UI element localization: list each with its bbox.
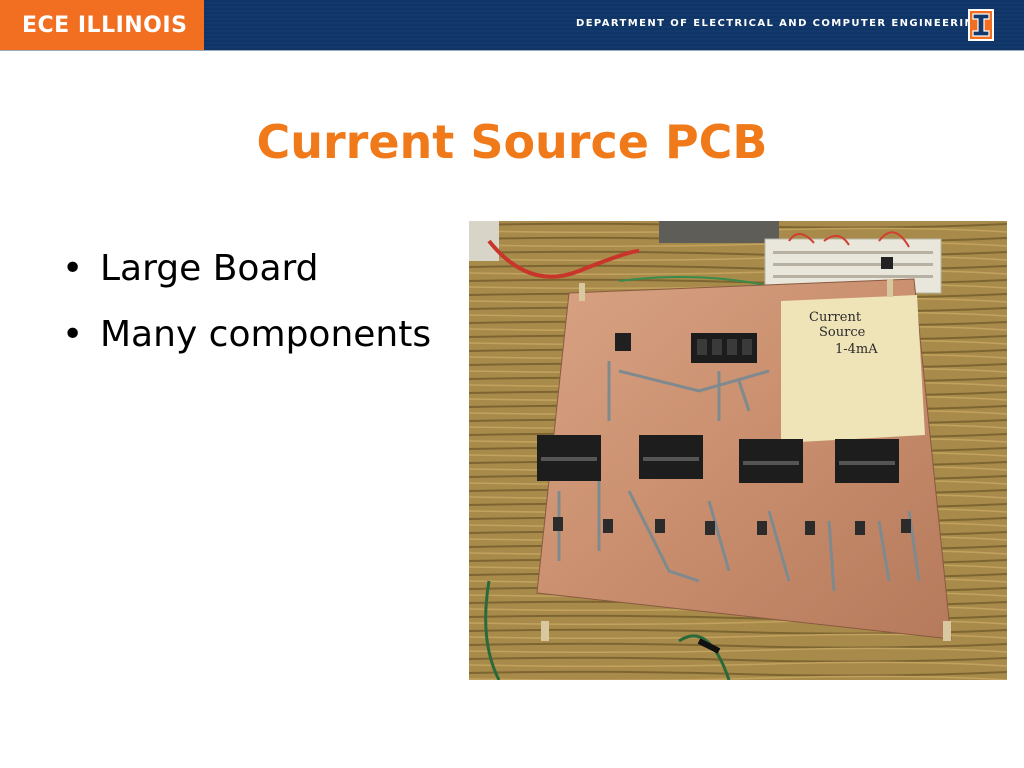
green-wire (618, 276, 770, 287)
bullet-list: • Large Board • Many components (62, 236, 431, 368)
department-name: DEPARTMENT OF ELECTRICAL AND COMPUTER EN… (576, 18, 984, 29)
bullet-item: • Large Board (62, 236, 431, 302)
bullet-marker: • (62, 248, 84, 289)
standoffs (541, 279, 951, 641)
header-divider (0, 50, 1024, 51)
note-line: Source (819, 325, 866, 340)
note-paper (781, 295, 925, 443)
bullet-marker: • (62, 314, 84, 355)
relay-modules (537, 435, 899, 483)
header-bar: ECE ILLINOIS DEPARTMENT OF ELECTRICAL AN… (0, 0, 1024, 50)
breadboard-chip (881, 257, 893, 269)
note-line: Current (809, 310, 862, 325)
bullet-text: Large Board (100, 248, 319, 289)
brand-name: ECE ILLINOIS (22, 12, 188, 38)
slide-title: Current Source PCB (256, 115, 768, 169)
green-wire-bottom (484, 580, 501, 680)
note-line: 1-4mA (835, 342, 878, 357)
breadboard-holes (773, 251, 933, 278)
pcb-photo-illustration: Current Source 1-4mA (469, 221, 1007, 680)
pcb-photo: Current Source 1-4mA (469, 221, 1007, 680)
bullet-item: • Many components (62, 302, 431, 368)
ic-chip (615, 333, 631, 351)
red-wire (487, 239, 640, 279)
pcb-traces (557, 361, 921, 592)
white-object (469, 221, 499, 261)
bullet-text: Many components (100, 314, 432, 355)
transistors (553, 517, 911, 535)
block-i-icon (968, 9, 994, 41)
gray-box (659, 221, 779, 243)
jumper-wires (788, 231, 910, 248)
green-wire-bottom (678, 634, 731, 680)
brand-block: ECE ILLINOIS (0, 0, 204, 50)
connector (697, 638, 721, 654)
header-stripes (204, 0, 1024, 50)
